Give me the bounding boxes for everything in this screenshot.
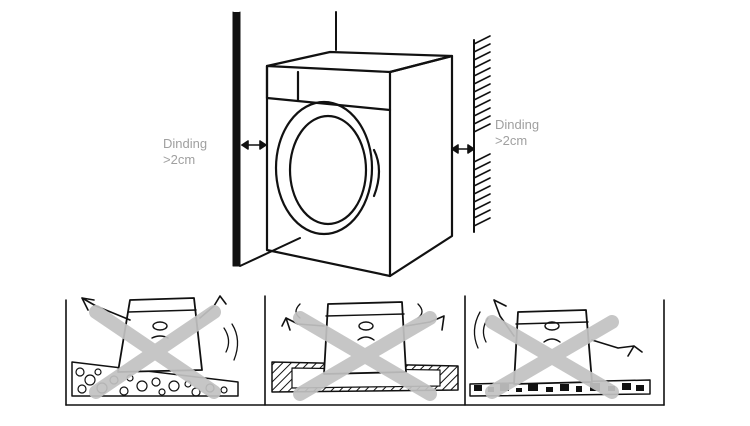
clearance-arrow-right [451,144,475,154]
left-wall [232,11,241,267]
right-wall-label-line1: Dinding [495,117,540,132]
right-wall [473,35,491,233]
forbidden-cross-1 [89,305,221,399]
forbidden-placements [65,295,665,406]
clearance-arrow-left [241,140,267,150]
forbidden-cross-3 [485,315,619,399]
washer-door [274,100,374,236]
right-wall-label-line2: >2cm [495,133,528,148]
left-wall-label-line1: Dinding [163,136,208,151]
left-wall-label-line2: >2cm [163,152,196,167]
right-wall-label: Dinding >2cm [495,117,539,149]
washer [265,50,454,278]
floor-line [239,237,301,267]
left-wall-label: Dinding >2cm [163,136,207,168]
washer-clearance-illustration [232,11,491,278]
forbidden-cross-2 [293,311,437,401]
